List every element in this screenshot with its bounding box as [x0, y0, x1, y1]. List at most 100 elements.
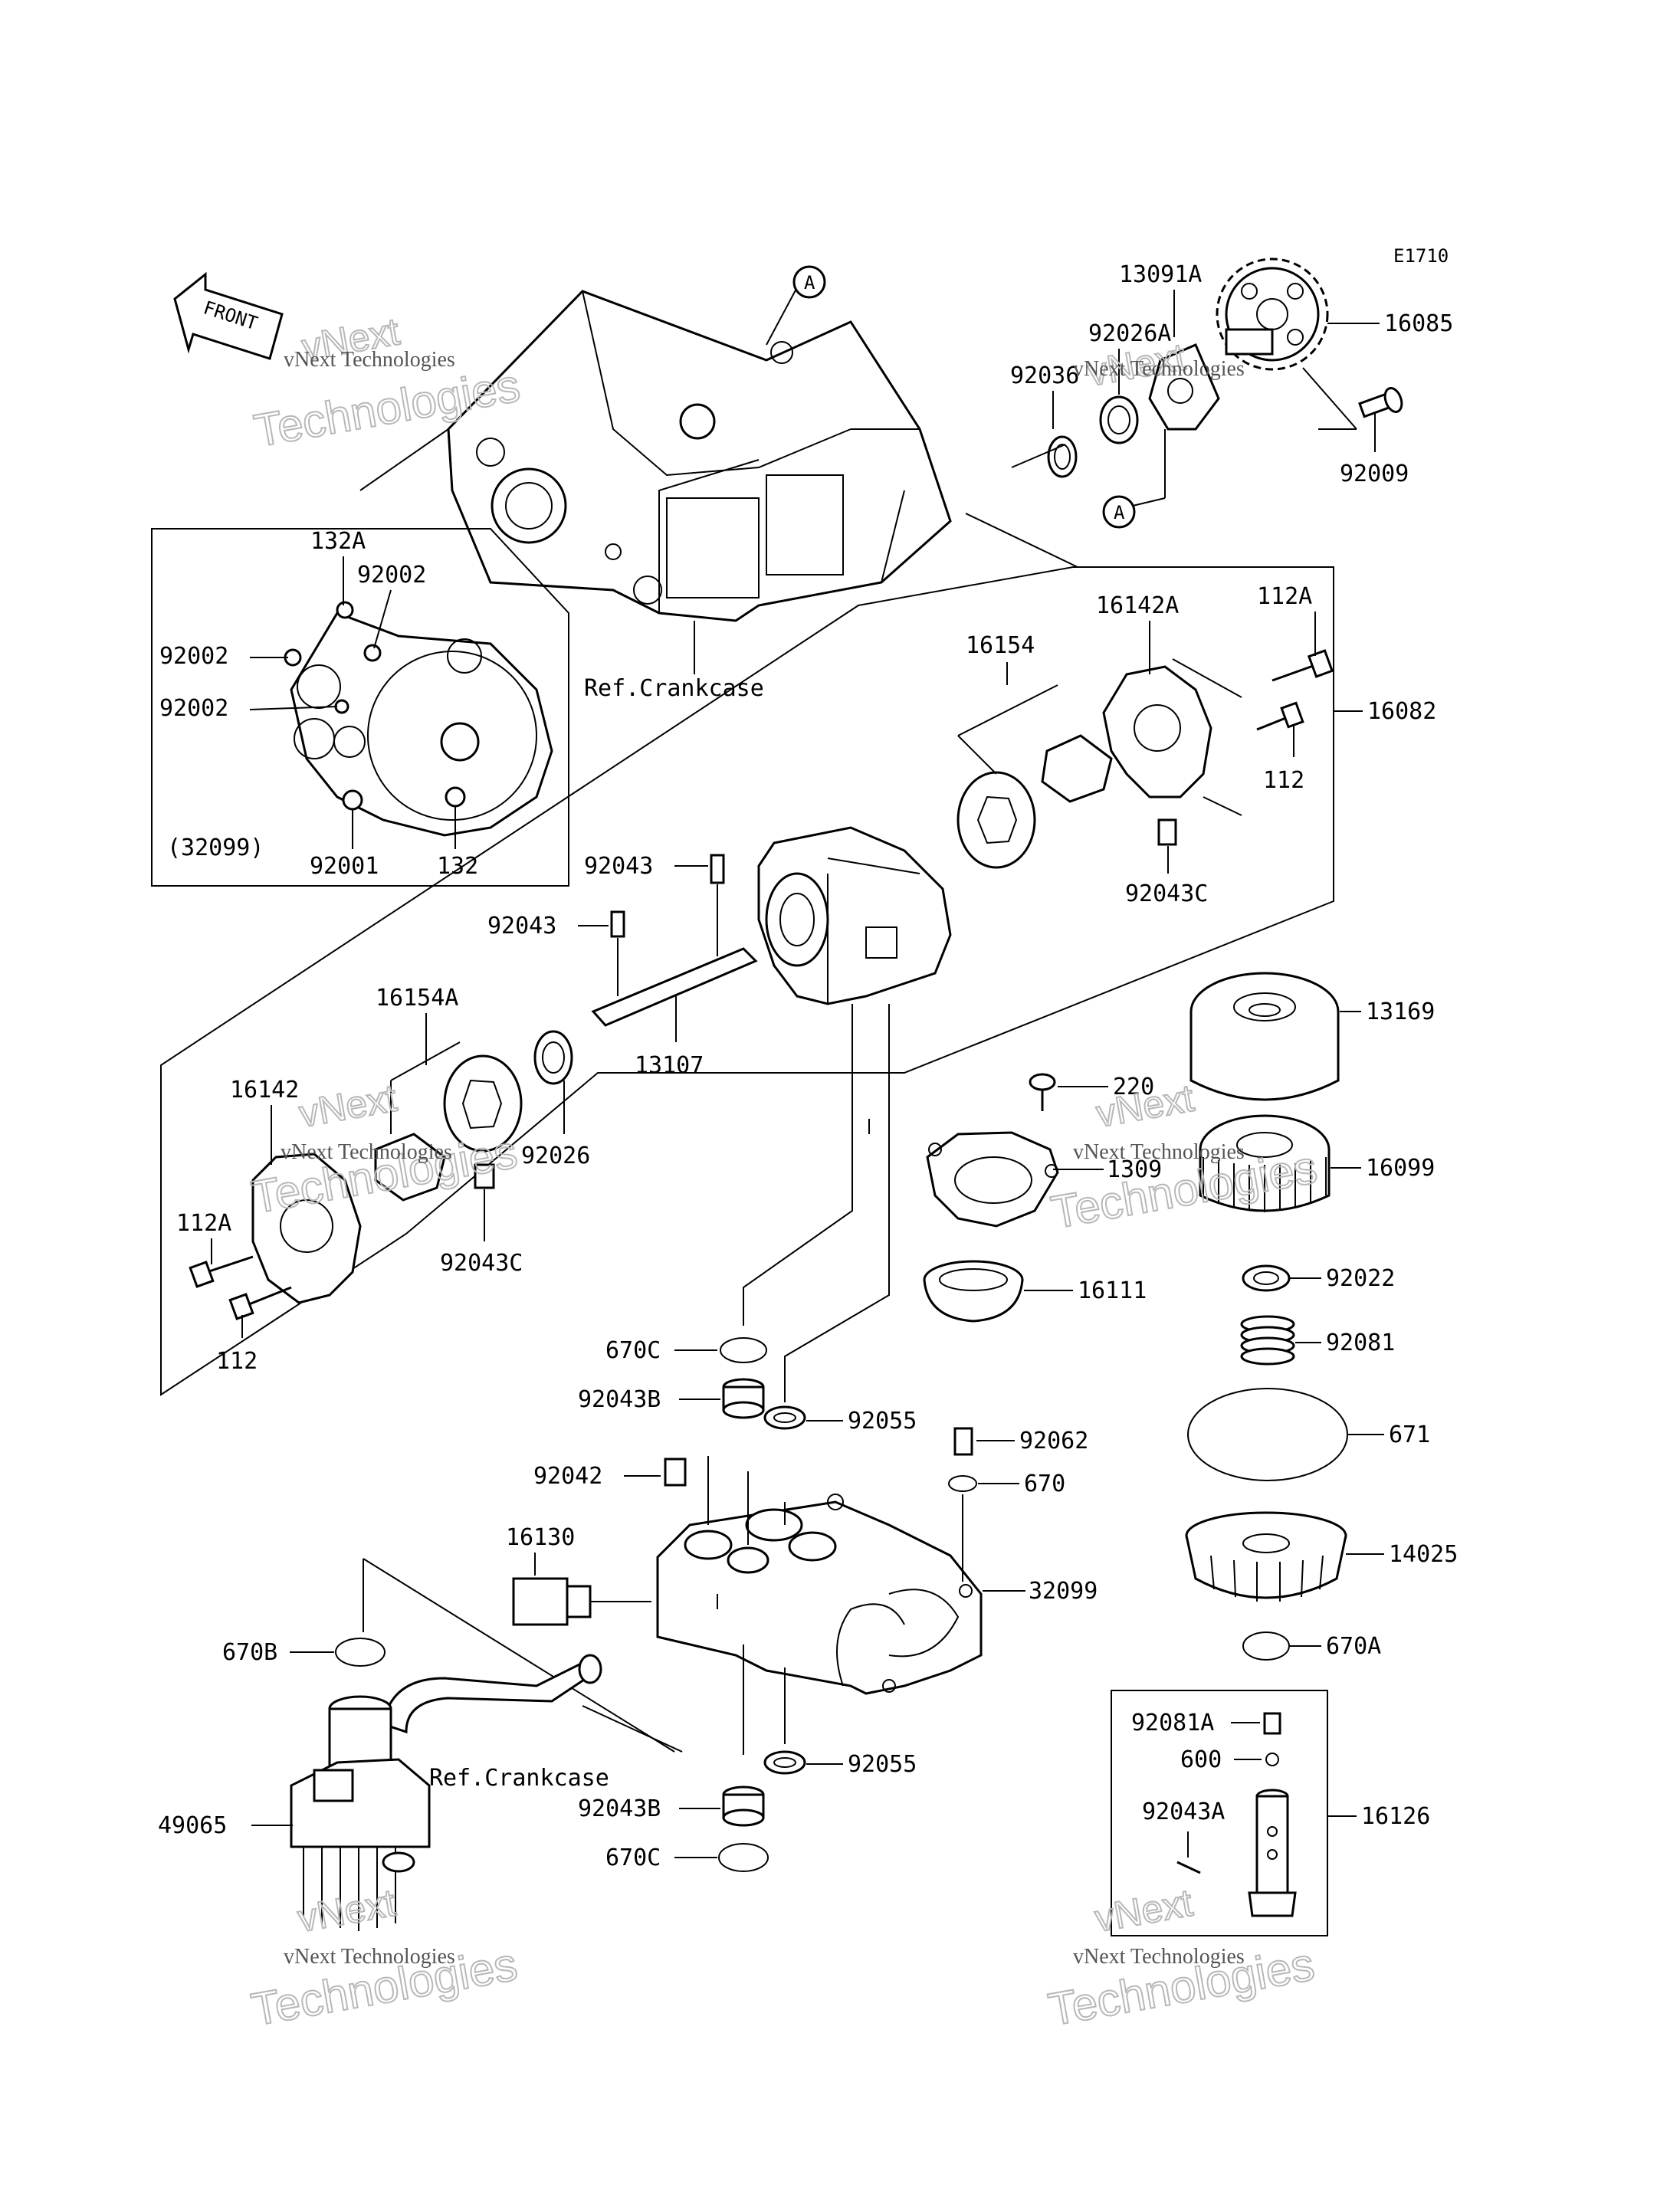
washer-92055-top-icon	[763, 1405, 806, 1430]
svg-text:vNext: vNext	[1091, 1881, 1196, 1940]
watermark-small-bottom-left: vNext Technologies	[284, 1945, 455, 1969]
o-ring-670B-icon	[335, 1638, 386, 1667]
ref-crankcase-top: Ref.Crankcase	[584, 675, 764, 702]
filter-cover-14025	[1185, 1511, 1347, 1602]
oil-pump-assembly-box	[160, 566, 1334, 1396]
inner-rotor-16154A	[374, 1133, 446, 1202]
bolt-112-left-icon	[228, 1286, 292, 1320]
front-arrow-icon: FRONT	[173, 271, 284, 360]
label-32099-inset: (32099)	[167, 835, 264, 861]
label-670A: 670A	[1326, 1633, 1381, 1660]
label-670C-bottom: 670C	[605, 1844, 661, 1871]
bolt-112A-top-icon	[1271, 649, 1334, 682]
label-112-left: 112	[216, 1348, 258, 1375]
label-92002-a: 92002	[357, 562, 426, 589]
label-92026A: 92026A	[1088, 320, 1171, 347]
oil-seal-92026-icon	[533, 1030, 573, 1085]
label-16130: 16130	[506, 1524, 575, 1551]
screw-92009-icon	[1358, 387, 1403, 418]
ref-a-marker-top	[792, 265, 826, 299]
pin-92043-b-icon	[610, 910, 625, 938]
inset-box-32099	[151, 528, 569, 887]
svg-text:vNext: vNext	[296, 1076, 400, 1135]
label-92042: 92042	[533, 1463, 602, 1490]
oil-strainer-49065	[290, 1695, 431, 1931]
dowel-92062-icon	[953, 1427, 973, 1456]
label-49065: 49065	[158, 1812, 227, 1839]
label-13091A: 13091A	[1119, 261, 1202, 288]
o-ring-670C-bottom-icon	[718, 1843, 769, 1872]
label-92081A: 92081A	[1131, 1710, 1214, 1736]
label-16142: 16142	[230, 1077, 299, 1103]
ref-a-right-label: A	[1114, 502, 1125, 523]
label-92036: 92036	[1010, 362, 1079, 389]
outer-rotor-16154A	[443, 1054, 523, 1153]
o-ring-670C-top-icon	[720, 1337, 767, 1363]
watermark-small-mid-left: vNext Technologies	[281, 1140, 452, 1164]
bolt-112-top-icon	[1256, 701, 1304, 731]
label-92055-bottom: 92055	[848, 1751, 917, 1778]
label-16126: 16126	[1361, 1803, 1430, 1830]
label-16111: 16111	[1078, 1277, 1147, 1304]
label-92002-b: 92002	[159, 643, 228, 670]
ref-a-top-label: A	[804, 272, 815, 293]
oil-pump-gear-icon	[1216, 257, 1329, 371]
filter-plate-1309	[926, 1131, 1059, 1228]
svg-text:vNext: vNext	[294, 1881, 399, 1940]
svg-text:vNext: vNext	[1093, 1076, 1197, 1135]
label-92009: 92009	[1340, 461, 1409, 487]
diagram-code: E1710	[1393, 245, 1449, 267]
label-92002-c: 92002	[159, 695, 228, 722]
label-132A: 132A	[310, 528, 366, 555]
label-670C-top: 670C	[605, 1337, 661, 1364]
label-220: 220	[1113, 1074, 1154, 1100]
label-92043C-left: 92043C	[440, 1250, 523, 1277]
label-92043B-top: 92043B	[578, 1386, 661, 1413]
label-16154: 16154	[966, 632, 1035, 659]
watermark-small-top-left: vNext Technologies	[284, 348, 455, 372]
watermark-small-top-right: vNext Technologies	[1073, 357, 1245, 381]
label-16085: 16085	[1384, 310, 1453, 337]
spring-92081A-icon	[1263, 1712, 1281, 1735]
inner-rotor-16154	[1041, 734, 1113, 803]
label-112A-left: 112A	[176, 1210, 231, 1237]
dowel-pin-92043C-left-icon	[474, 1163, 495, 1189]
oil-pan-housing-32099	[656, 1494, 983, 1695]
label-132: 132	[437, 853, 478, 880]
label-92043A: 92043A	[1142, 1799, 1225, 1825]
watermark-small-mid-right: vNext Technologies	[1073, 1140, 1245, 1164]
bushing-92043B-bottom-icon	[722, 1785, 765, 1827]
dowel-pin-92043C-top-icon	[1157, 818, 1177, 846]
label-92043B-bottom: 92043B	[578, 1795, 661, 1822]
label-32099: 32099	[1029, 1578, 1098, 1605]
o-ring-670A-icon	[1242, 1631, 1290, 1661]
label-14025: 14025	[1389, 1541, 1458, 1568]
oil-pump-cover-inset	[284, 601, 553, 837]
ref-crankcase-bottom: Ref.Crankcase	[429, 1765, 609, 1792]
label-16099: 16099	[1366, 1155, 1435, 1182]
pin-92043-a-icon	[710, 854, 725, 884]
label-92043-b: 92043	[487, 913, 556, 939]
pin-92043A-icon	[1176, 1861, 1201, 1874]
bushing-92043B-top-icon	[722, 1378, 765, 1419]
relief-valve-16126	[1248, 1789, 1297, 1917]
label-92022: 92022	[1326, 1265, 1395, 1292]
filter-cap-13169	[1189, 972, 1340, 1101]
label-92026: 92026	[521, 1143, 590, 1169]
screw-220-icon	[1029, 1073, 1056, 1111]
label-92043C-top: 92043C	[1125, 880, 1208, 907]
o-ring-671-icon	[1187, 1388, 1348, 1481]
oil-pump-body	[757, 826, 952, 1005]
outer-rotor-16154	[956, 771, 1036, 869]
label-92001: 92001	[310, 853, 379, 880]
pump-shaft-13107	[591, 947, 758, 1027]
o-ring-670-icon	[948, 1475, 977, 1492]
label-92043-a: 92043	[584, 853, 653, 880]
pump-cover-16142A	[1102, 665, 1212, 798]
label-1309: 1309	[1107, 1156, 1162, 1183]
bolt-112A-left-icon	[189, 1255, 254, 1288]
label-16082: 16082	[1367, 698, 1436, 725]
label-670: 670	[1024, 1471, 1065, 1497]
ref-a-marker-right	[1102, 495, 1136, 529]
